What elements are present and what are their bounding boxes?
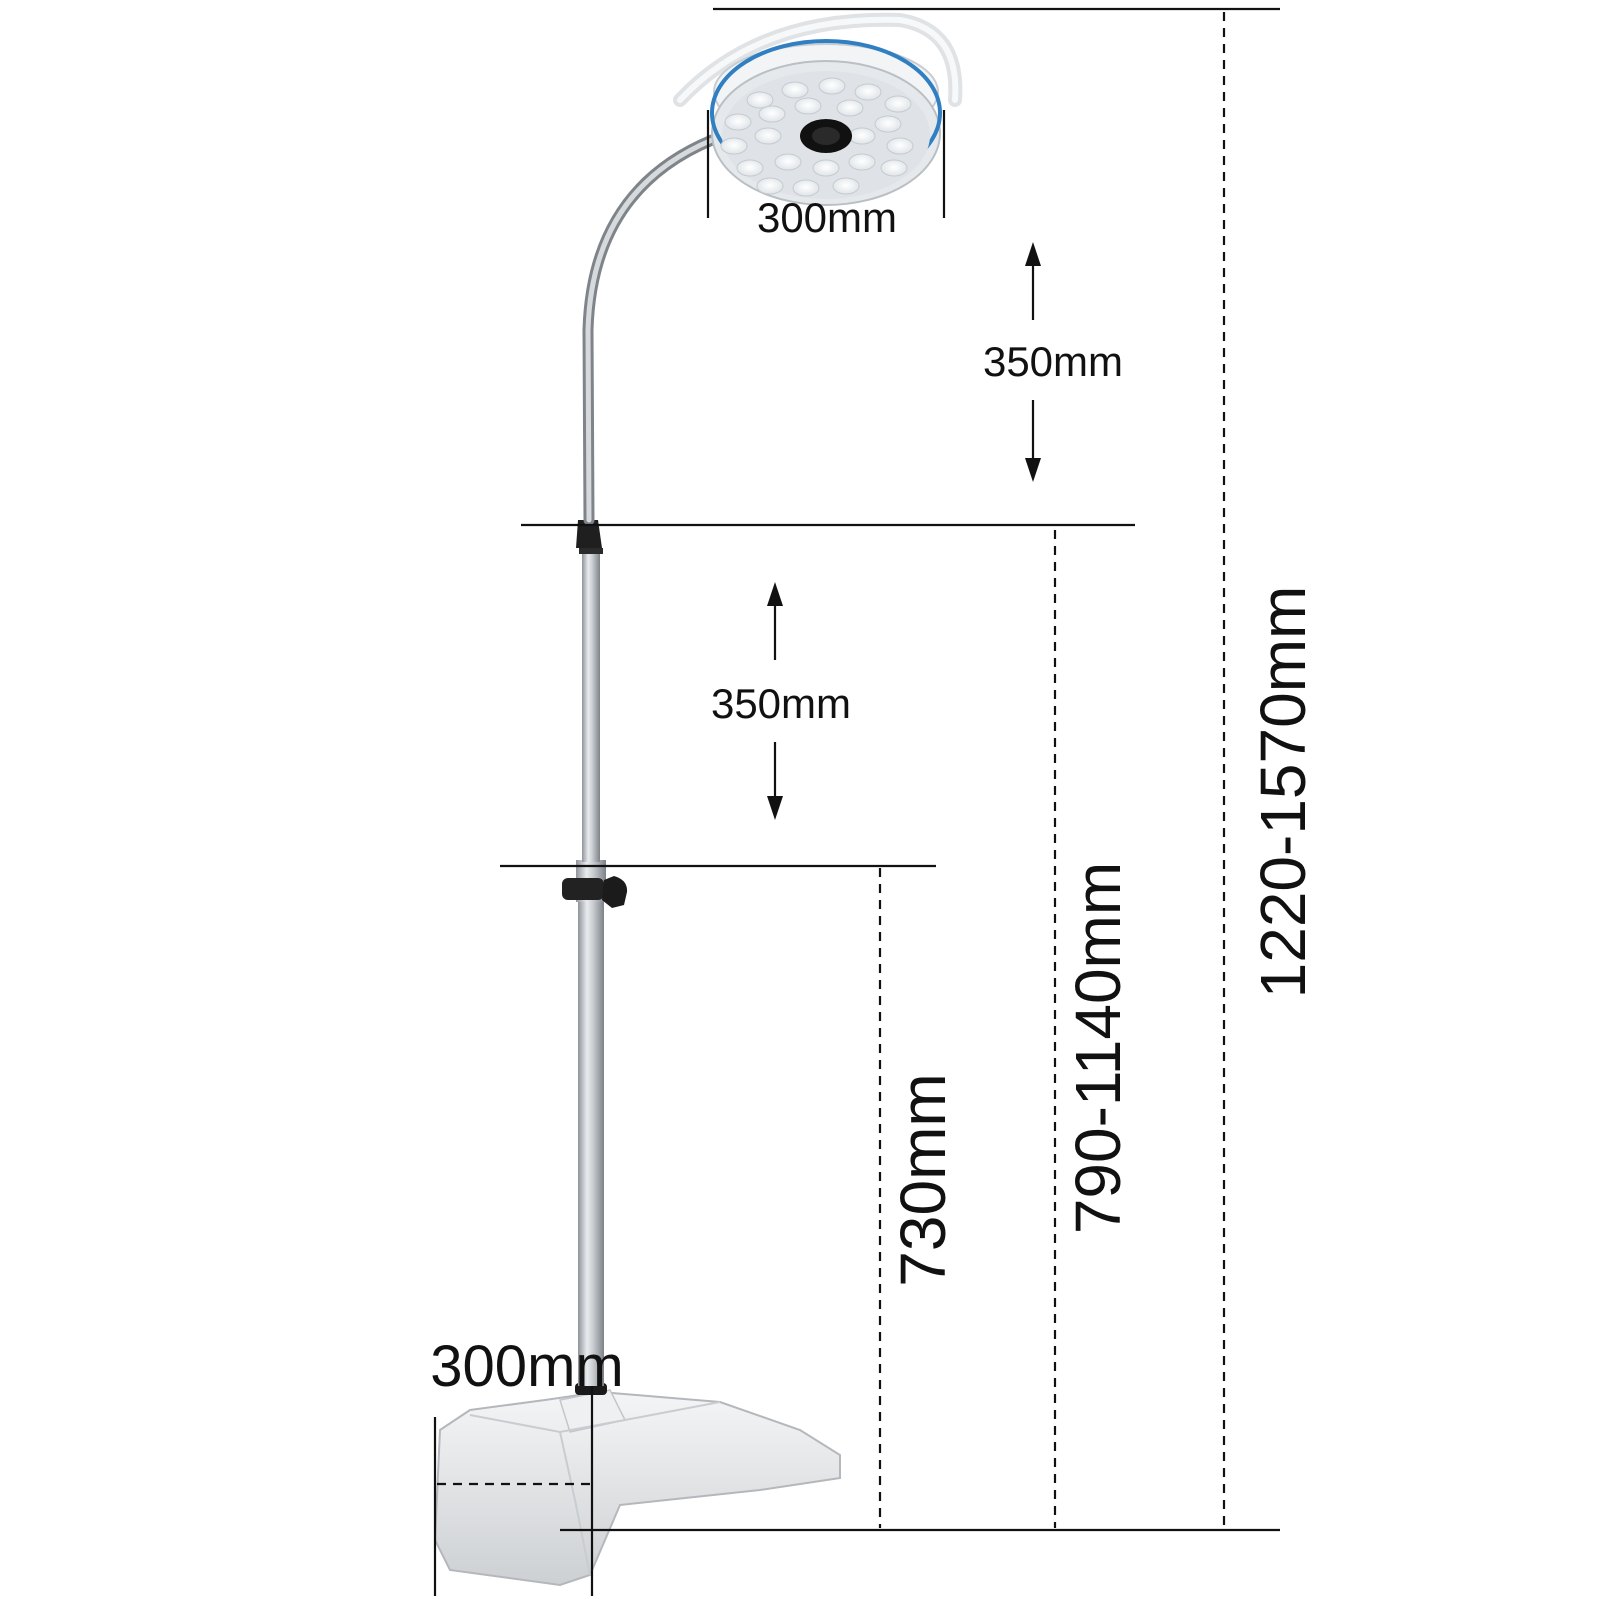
base-width-dimension bbox=[433, 1386, 594, 1596]
lower-pole bbox=[576, 860, 606, 1386]
arrow-up-icon bbox=[1025, 242, 1041, 320]
total-height-label: 1220-1570mm bbox=[1247, 586, 1319, 999]
pole-travel-label: 350mm bbox=[711, 680, 851, 727]
arrow-up-icon bbox=[767, 582, 783, 660]
locking-knob-icon[interactable] bbox=[562, 876, 628, 908]
head-diameter-dimension bbox=[706, 110, 946, 218]
mid-height-label: 790-1140mm bbox=[1062, 862, 1134, 1234]
head-diameter-label: 300mm bbox=[757, 194, 897, 241]
led-lamp-head-icon bbox=[673, 12, 963, 206]
base-width-label: 300mm bbox=[430, 1334, 623, 1399]
arrow-down-icon bbox=[1025, 400, 1041, 482]
lamp-base bbox=[433, 1383, 841, 1587]
pole-height-label: 730mm bbox=[887, 1073, 959, 1286]
gooseneck-arm bbox=[582, 134, 718, 526]
arrow-down-icon bbox=[767, 742, 783, 820]
upper-pole bbox=[576, 520, 603, 862]
gooseneck-travel-label: 350mm bbox=[983, 338, 1123, 385]
